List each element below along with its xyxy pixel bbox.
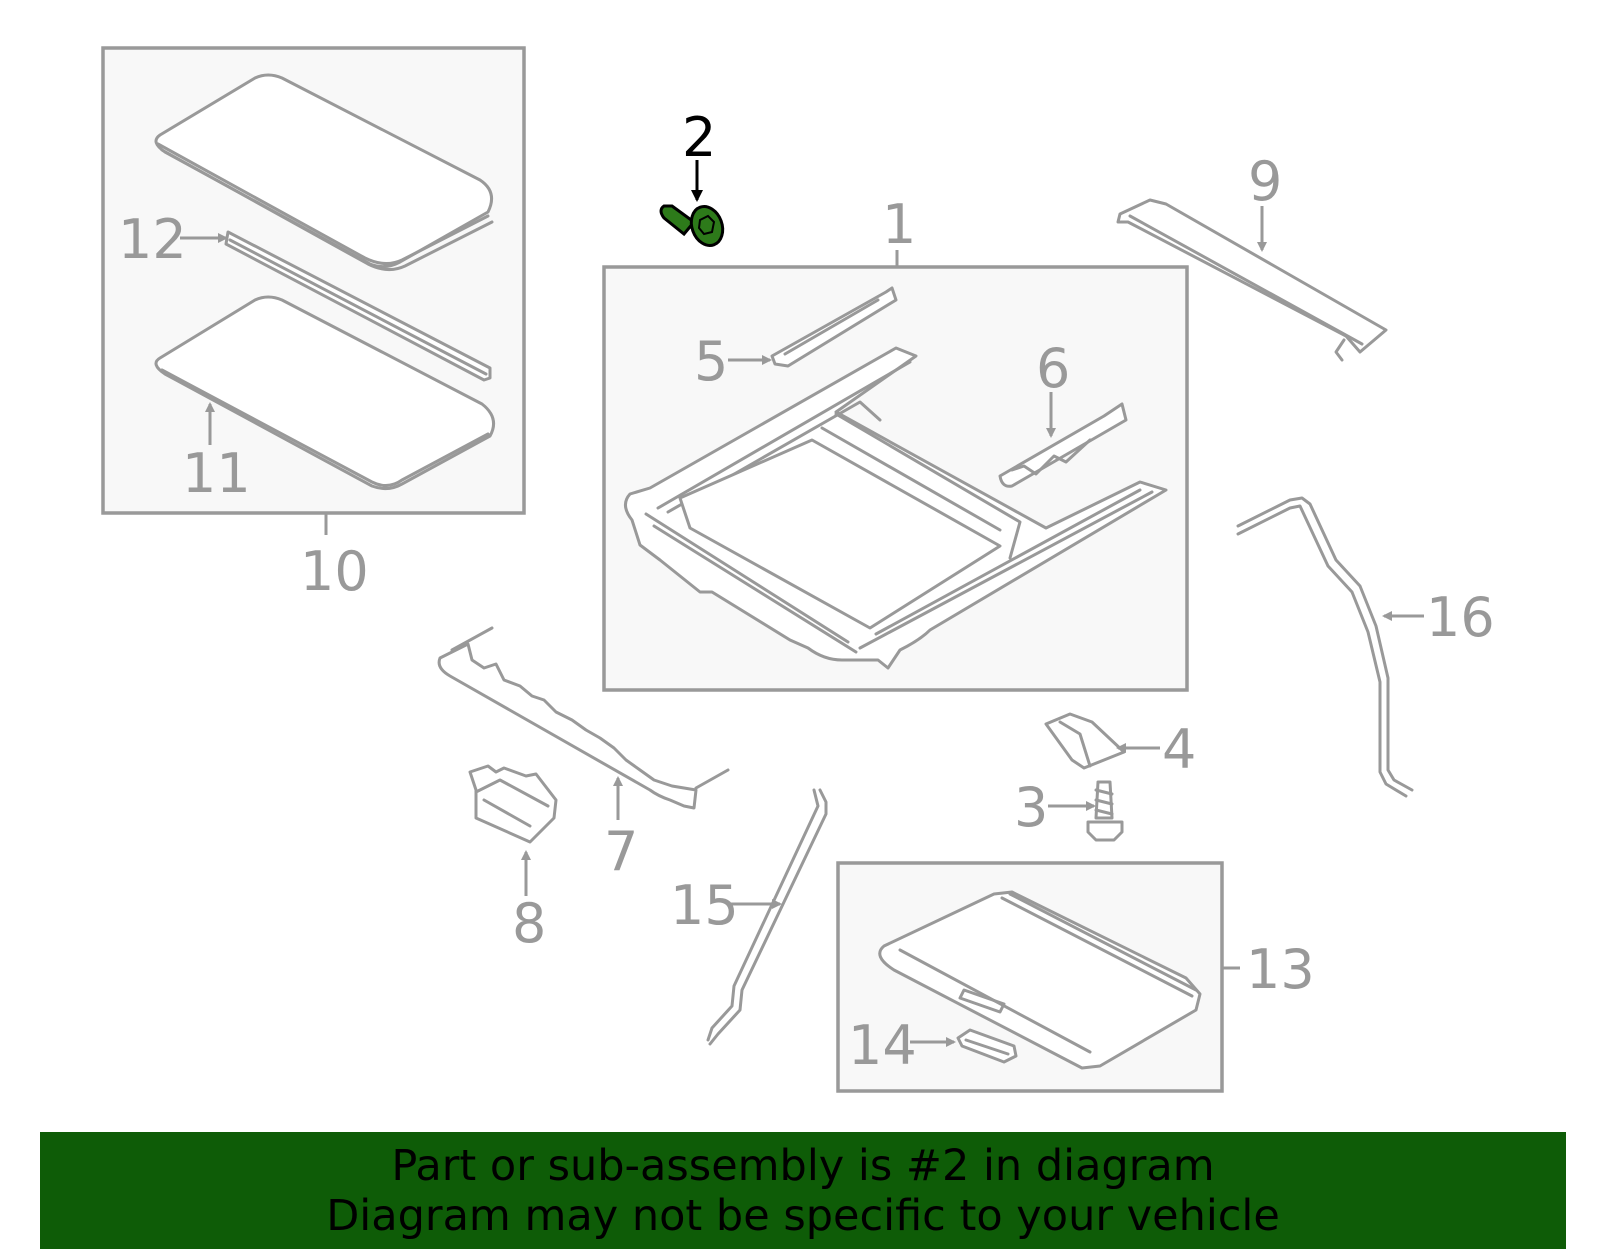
bolt-part-3: 3 — [1014, 776, 1124, 842]
glass-assembly-group: 10 11 12 — [101, 46, 526, 603]
callout-14: 14 — [848, 1014, 917, 1077]
callout-8: 8 — [512, 892, 546, 955]
sunshade-panel — [878, 890, 1202, 1070]
drain-hose-front-15: 15 — [670, 788, 828, 1046]
callout-1: 1 — [882, 193, 916, 256]
bracket-part-4: 4 — [1044, 712, 1196, 781]
drain-hose-rear-16: 16 — [1236, 496, 1495, 798]
callout-16: 16 — [1426, 586, 1495, 649]
callout-9: 9 — [1248, 150, 1282, 213]
callout-7: 7 — [604, 820, 638, 883]
sunroof-frame-group: 1 5 6 — [602, 193, 1189, 692]
callout-2: 2 — [682, 106, 716, 169]
callout-10: 10 — [300, 540, 369, 603]
bolt-part-2[interactable]: 2 — [659, 106, 728, 250]
glass-panel-lower — [154, 295, 496, 491]
callout-6: 6 — [1036, 337, 1070, 400]
callout-13: 13 — [1246, 938, 1315, 1001]
bracket-part-8: 8 — [468, 764, 558, 955]
callout-5: 5 — [694, 330, 728, 393]
guide-rail-rear — [998, 402, 1128, 488]
callout-4: 4 — [1162, 718, 1196, 781]
banner-line-disclaimer: Diagram may not be specific to your vehi… — [326, 1190, 1280, 1241]
sunshade-group: 13 14 — [836, 861, 1315, 1093]
info-banner: Part or sub-assembly is #2 in diagram Di… — [40, 1132, 1566, 1249]
deflector-part-9: 9 — [1116, 150, 1388, 362]
callout-12: 12 — [118, 208, 187, 271]
callout-3: 3 — [1014, 776, 1048, 839]
glass-panel-upper — [154, 73, 494, 269]
callout-15: 15 — [670, 874, 739, 937]
banner-line-part: Part or sub-assembly is #2 in diagram — [391, 1140, 1215, 1191]
callout-11: 11 — [182, 442, 251, 505]
drain-channel-7: 7 — [437, 626, 730, 883]
